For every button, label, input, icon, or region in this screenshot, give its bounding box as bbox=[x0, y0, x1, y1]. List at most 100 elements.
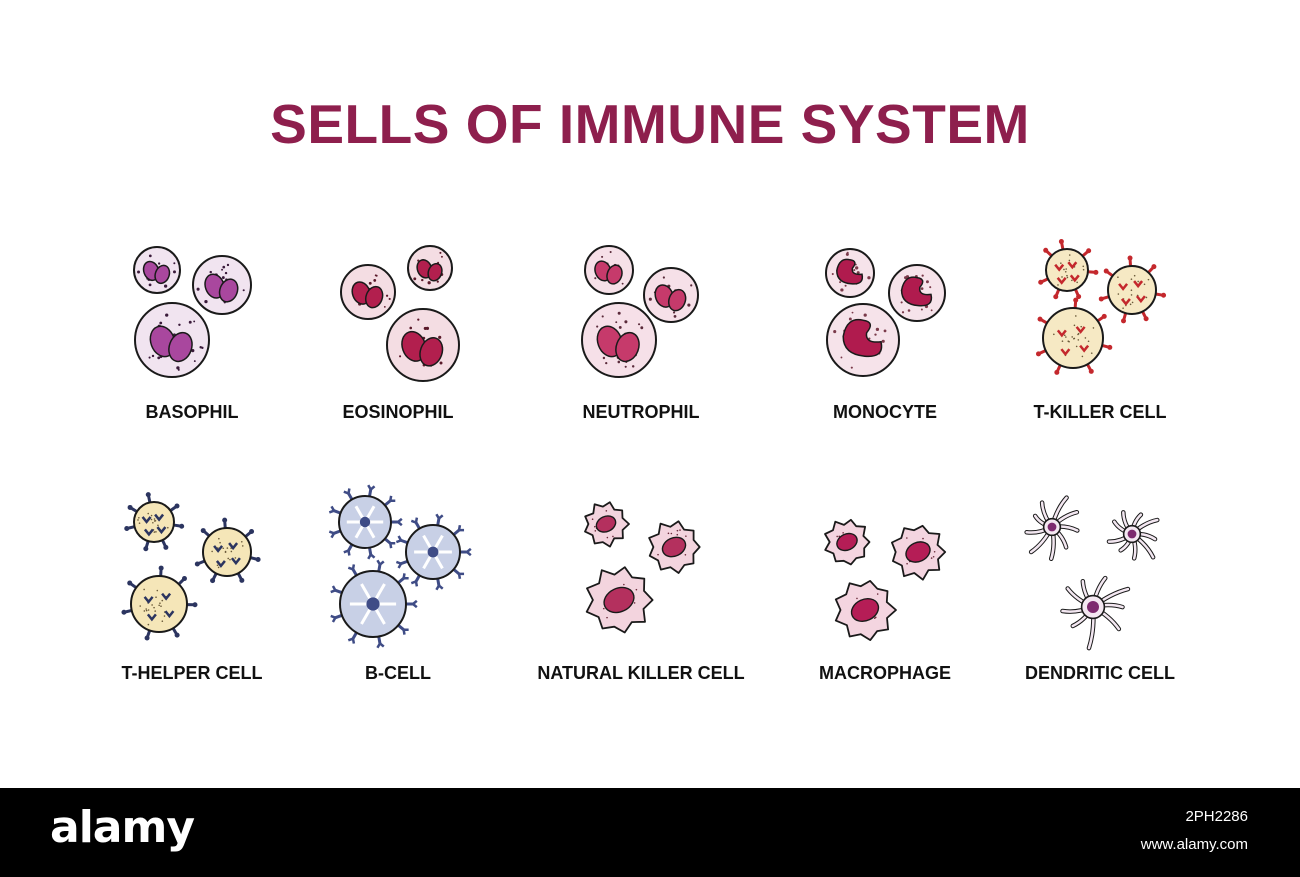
granule bbox=[839, 281, 842, 284]
antibody bbox=[402, 573, 406, 579]
granule bbox=[657, 553, 659, 556]
antibody bbox=[367, 484, 372, 491]
receptor-tip bbox=[124, 526, 130, 532]
granule bbox=[161, 620, 164, 623]
cell-cluster-svg bbox=[581, 245, 699, 378]
receptor-tip bbox=[127, 580, 133, 586]
antibody bbox=[328, 509, 335, 514]
antibody bbox=[351, 568, 358, 577]
antibody bbox=[412, 599, 418, 605]
receptor-tip bbox=[1073, 297, 1079, 303]
granule bbox=[844, 284, 847, 287]
cell-nucleus bbox=[366, 597, 380, 611]
marker bbox=[1067, 261, 1078, 270]
granule bbox=[1129, 303, 1132, 306]
immune-cell bbox=[585, 566, 654, 634]
antibody bbox=[331, 617, 337, 623]
granule bbox=[409, 326, 413, 330]
receptor-tip bbox=[1088, 368, 1094, 374]
granule bbox=[1066, 276, 1069, 279]
granule bbox=[1057, 284, 1059, 286]
granule bbox=[143, 588, 145, 591]
granule bbox=[240, 540, 243, 543]
brand-logo: alamy bbox=[50, 802, 195, 853]
cell-cluster-svg bbox=[340, 245, 460, 382]
receptor-tip bbox=[1058, 239, 1064, 245]
granule bbox=[831, 273, 834, 276]
marker bbox=[1075, 326, 1086, 334]
granule bbox=[1053, 333, 1055, 336]
antibody bbox=[334, 613, 343, 620]
granule bbox=[679, 529, 681, 531]
marker bbox=[141, 516, 152, 524]
granule bbox=[1117, 293, 1120, 295]
antibody bbox=[368, 489, 373, 497]
granule bbox=[421, 278, 424, 282]
receptor-tip bbox=[1098, 296, 1104, 302]
granule bbox=[374, 274, 377, 277]
granule bbox=[602, 356, 606, 360]
cell-nucleus bbox=[218, 278, 239, 303]
granule bbox=[685, 535, 687, 537]
cell-nucleus bbox=[603, 586, 635, 614]
granule bbox=[1063, 268, 1065, 271]
granule bbox=[606, 616, 608, 619]
granule bbox=[1081, 355, 1084, 358]
granule bbox=[1130, 289, 1133, 292]
granule bbox=[921, 274, 924, 277]
granule bbox=[150, 518, 153, 521]
granule bbox=[1145, 296, 1148, 299]
cell-nucleus bbox=[427, 546, 439, 558]
antibody bbox=[435, 513, 440, 520]
antibody bbox=[333, 529, 342, 535]
cell-nucleus bbox=[836, 258, 864, 285]
granule bbox=[1082, 265, 1085, 268]
granule bbox=[874, 333, 877, 336]
granule bbox=[906, 562, 908, 565]
antibody bbox=[347, 543, 354, 552]
marker bbox=[1054, 263, 1065, 272]
granule bbox=[594, 530, 597, 532]
receptor-tip bbox=[255, 557, 261, 563]
cell-nucleus bbox=[1047, 522, 1057, 532]
antibody bbox=[343, 490, 349, 495]
granule bbox=[1131, 301, 1134, 304]
granule bbox=[1133, 274, 1136, 277]
granule bbox=[617, 311, 621, 315]
marker bbox=[146, 613, 157, 622]
granule bbox=[631, 365, 635, 368]
antibody bbox=[400, 559, 409, 566]
cell-nucleus bbox=[905, 541, 931, 563]
cell-membrane bbox=[1042, 307, 1104, 369]
granule bbox=[204, 300, 208, 304]
granule bbox=[863, 313, 867, 317]
granule bbox=[1087, 340, 1090, 343]
granule bbox=[617, 360, 621, 364]
granule bbox=[241, 545, 244, 547]
granule bbox=[138, 516, 140, 519]
granule bbox=[848, 317, 852, 321]
granule bbox=[230, 550, 233, 553]
marker bbox=[156, 526, 167, 535]
antibody bbox=[436, 578, 441, 586]
granule bbox=[385, 294, 389, 297]
granule bbox=[137, 519, 139, 521]
receptor-tip bbox=[249, 528, 255, 534]
granule bbox=[178, 323, 181, 327]
antibody bbox=[397, 577, 405, 584]
granule bbox=[1122, 307, 1124, 309]
granule bbox=[193, 360, 196, 362]
antibody bbox=[347, 550, 351, 556]
granule bbox=[930, 309, 933, 312]
image-id: 2PH2286 bbox=[1185, 808, 1248, 825]
granule bbox=[1073, 337, 1075, 340]
immune-cell bbox=[1106, 510, 1160, 561]
cell-cluster-svg bbox=[584, 501, 701, 634]
granule bbox=[157, 262, 161, 265]
cell-nucleus bbox=[1087, 601, 1099, 613]
receptor-tip bbox=[143, 546, 149, 552]
receptor-tip bbox=[1043, 247, 1049, 253]
cell-cluster-svg bbox=[824, 518, 947, 641]
granule bbox=[684, 553, 687, 556]
cell-label: B-CELL bbox=[365, 663, 431, 683]
